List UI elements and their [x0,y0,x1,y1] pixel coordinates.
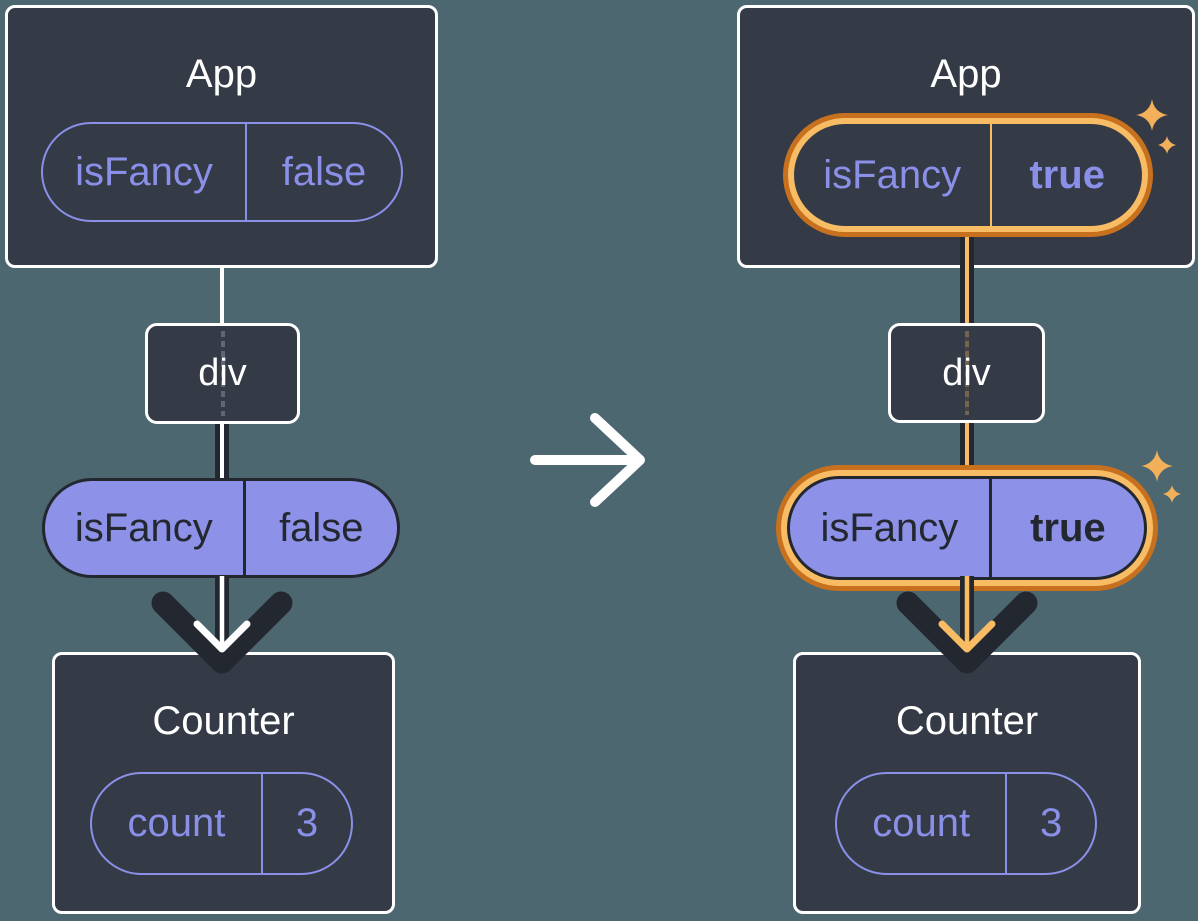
state-value: true [1029,152,1105,197]
ghost-line [964,331,969,415]
app-title: App [930,52,1002,96]
connector-app-to-div [220,265,224,327]
state-name: isFancy [43,124,248,220]
arrow-down-icon [151,576,293,674]
connector-div-to-prop [215,415,229,481]
app-state-pill: isFancy true [794,124,1142,226]
prop-value: true [1030,505,1106,550]
state-name: count [837,774,1008,873]
prop-name: isFancy [790,479,992,577]
state-value: 3 [1040,801,1063,845]
ghost-line [220,331,225,416]
app-state-pill-highlight: isFancy true [783,113,1153,237]
prop-name: isFancy [45,481,246,575]
counter-state-pill: count 3 [835,772,1097,875]
transition-arrow-icon [530,413,645,507]
state-name: isFancy [794,124,993,226]
prop-pill-highlight: isFancy true [776,465,1158,591]
prop-value: false [279,505,364,550]
prop-pill: isFancy true [787,476,1147,580]
state-value: false [281,149,367,194]
connector-app-to-div [960,225,974,330]
arrow-down-icon [896,576,1038,674]
sparkle-icon [1136,99,1176,154]
counter-title: Counter [152,699,295,743]
state-name: count [92,774,263,873]
app-title: App [185,52,258,96]
app-state-pill: isFancy false [41,122,403,222]
div-label: div [942,351,991,394]
sparkle-icon [1141,450,1181,503]
div-node-box: div [888,323,1045,423]
div-label: div [198,352,247,394]
prop-pill: isFancy false [42,478,400,578]
counter-title: Counter [895,699,1039,743]
state-value: 3 [295,801,319,845]
connector-div-to-prop [960,415,974,481]
div-node-box: div [145,323,300,424]
counter-state-pill: count 3 [90,772,353,875]
